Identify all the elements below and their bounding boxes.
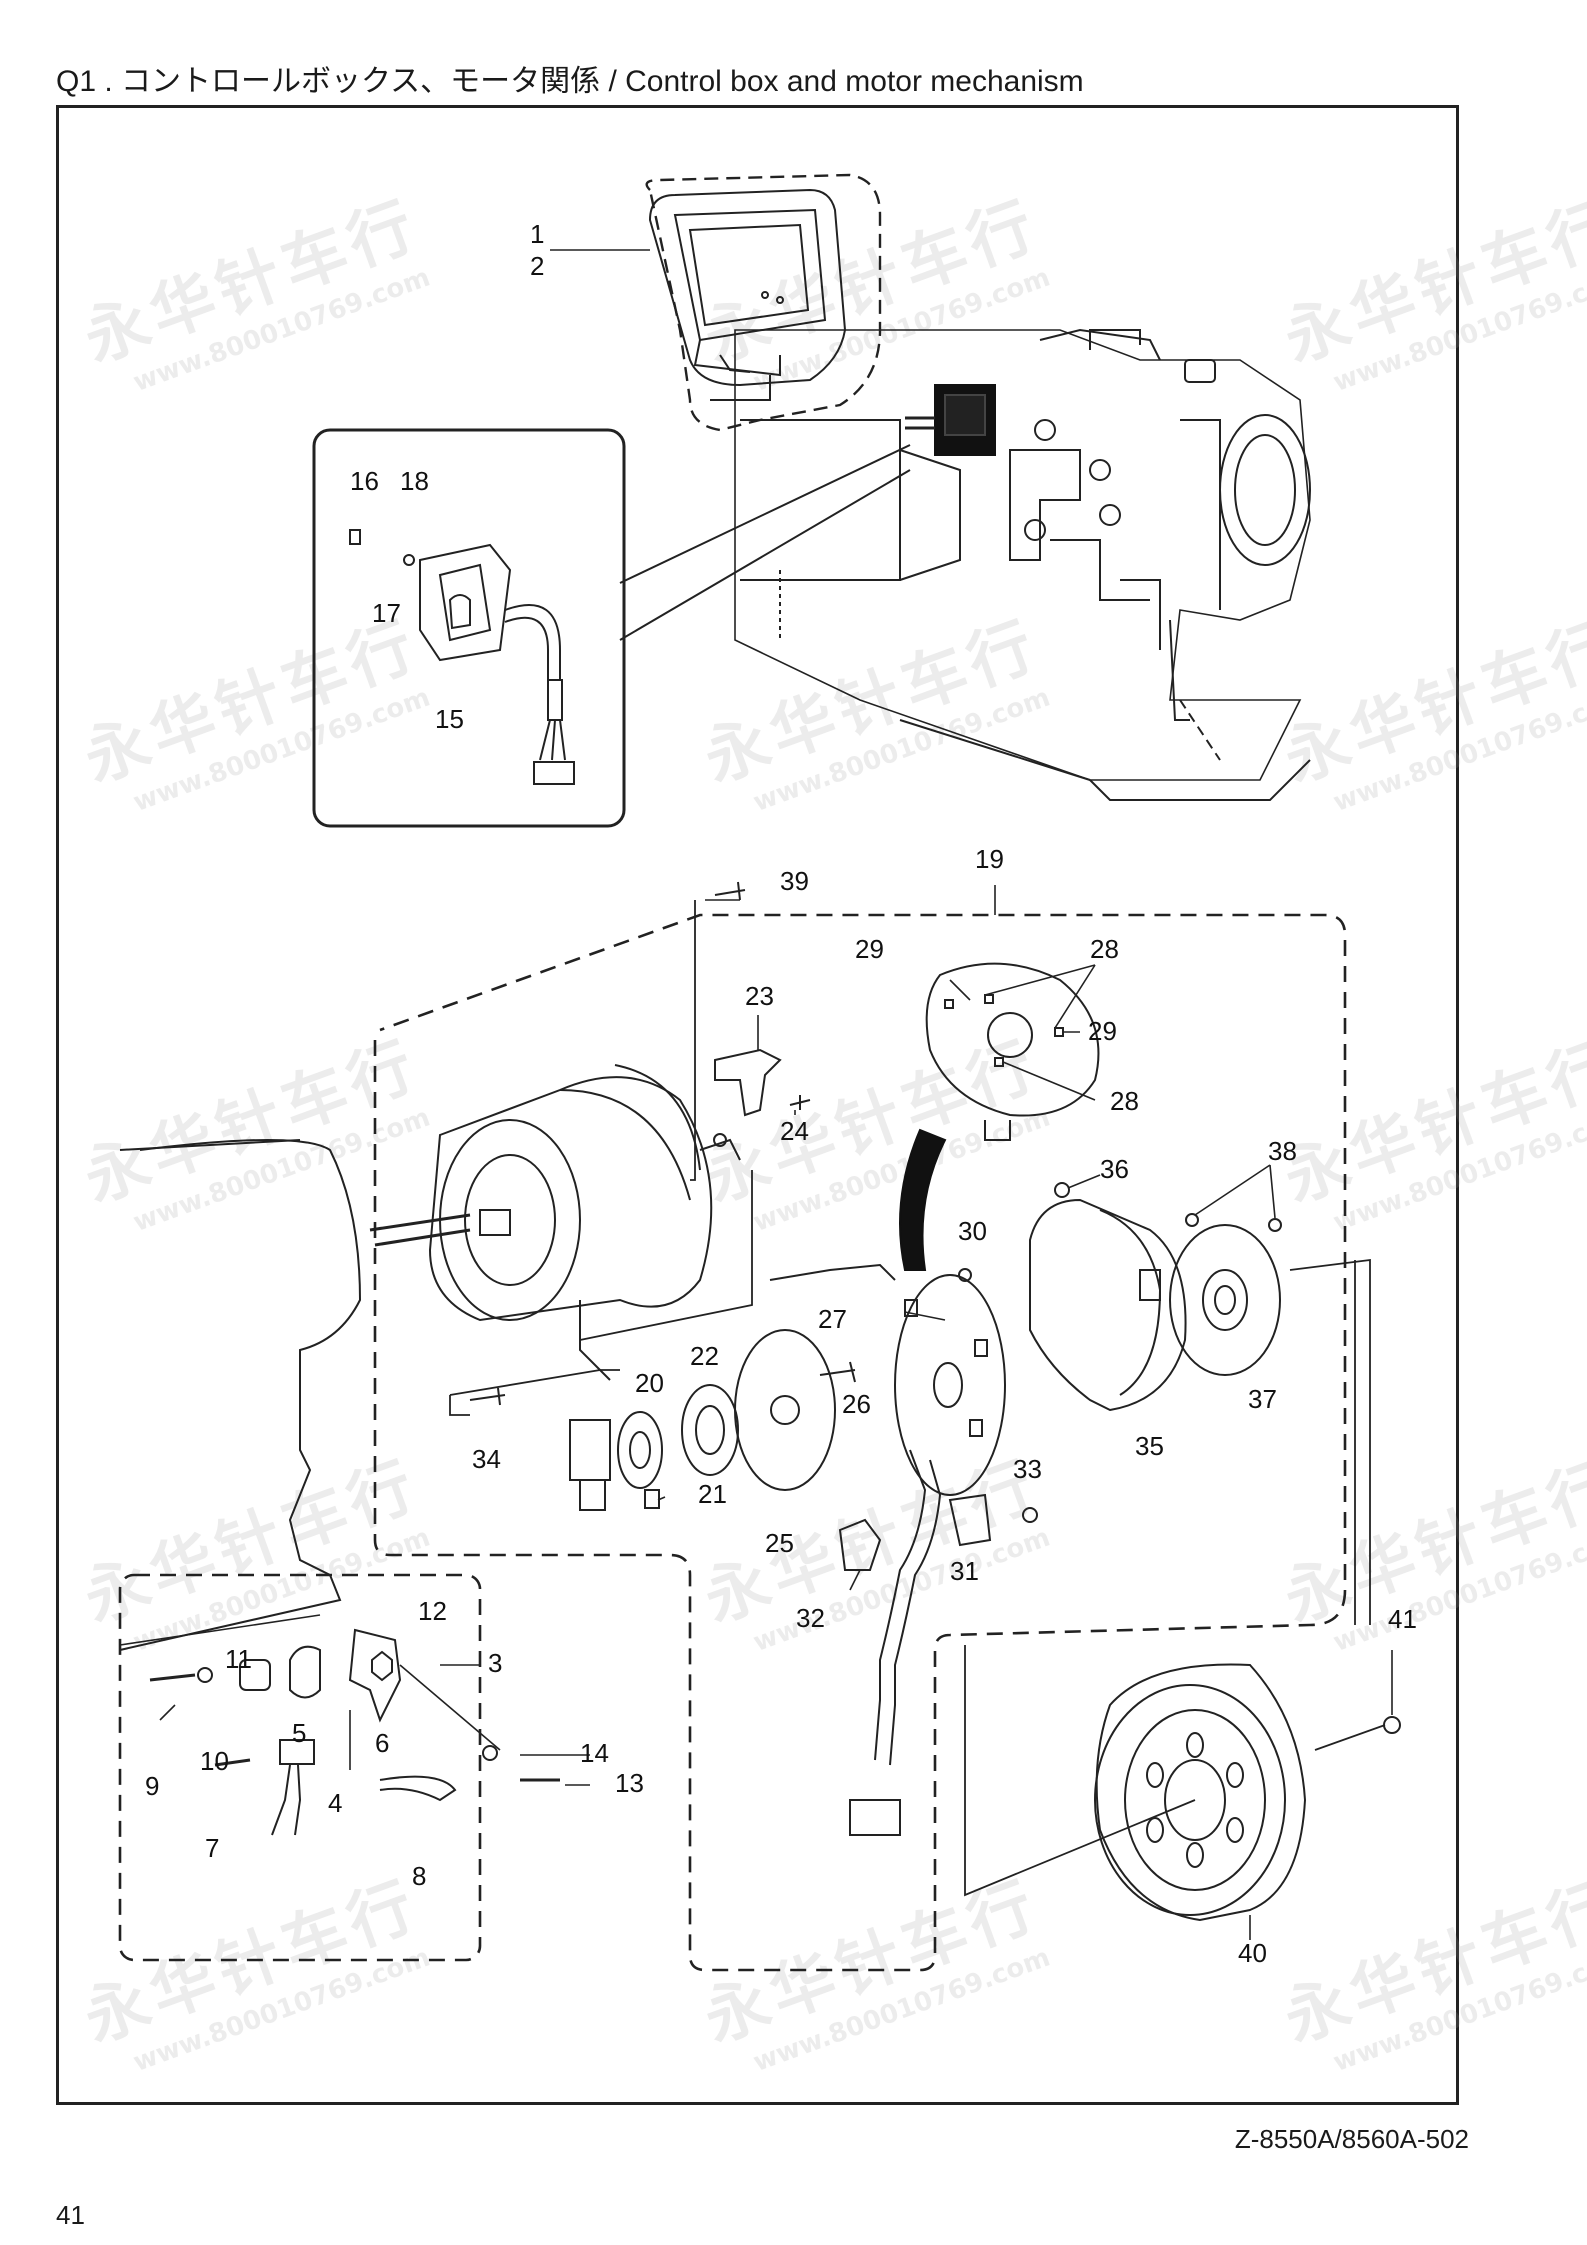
part-33-screw	[1022, 1507, 1038, 1523]
callout-30: 30	[958, 1216, 987, 1246]
callout-27: 27	[818, 1304, 847, 1334]
callout-33: 33	[1013, 1454, 1042, 1484]
callout-28a: 28	[1090, 934, 1119, 964]
callout-4: 4	[328, 1788, 342, 1818]
assembly-arrow	[899, 1128, 947, 1271]
diagram-frame	[56, 105, 1459, 2105]
callout-10: 10	[200, 1746, 229, 1776]
callout-13: 13	[615, 1768, 644, 1798]
wire-lead	[769, 1263, 896, 1281]
callout-32: 32	[796, 1603, 825, 1633]
part-39-screw	[714, 881, 746, 901]
part-38-setscrew	[1185, 1213, 1199, 1227]
part-27-sensor-board	[874, 1274, 1006, 1766]
part-35-motor-cover	[1029, 1198, 1187, 1412]
page-title: Q1 . コントロールボックス、モータ関係 / Control box and …	[56, 65, 1084, 98]
part-19-sensor-plate	[925, 962, 1100, 1141]
callout-11: 11	[225, 1644, 252, 1674]
motor-unit-dashed-outline	[373, 913, 1347, 1972]
callout-28b: 28	[1110, 1086, 1139, 1116]
control-box-sensor	[349, 529, 575, 785]
part-34-screw	[469, 1387, 506, 1406]
callout-39: 39	[780, 866, 809, 896]
callout-38: 38	[1268, 1136, 1297, 1166]
sewing-machine-illustration	[734, 328, 1311, 801]
callout-15: 15	[435, 704, 464, 734]
callout-37: 37	[1248, 1384, 1277, 1414]
callout-23: 23	[745, 981, 774, 1011]
control-box-connector	[905, 384, 996, 456]
cable-connector	[849, 1799, 901, 1836]
callout-17: 17	[372, 598, 401, 628]
part-22-hub	[681, 1384, 739, 1476]
callout-22: 22	[690, 1341, 719, 1371]
part-25-encoder-disc	[734, 1329, 836, 1491]
callout-41: 41	[1388, 1604, 1417, 1634]
callout-8: 8	[412, 1861, 426, 1891]
control-panel-dashed-outline	[645, 173, 882, 432]
callout-29b: 29	[1088, 1016, 1117, 1046]
sensor-assembly	[149, 1628, 560, 1836]
callout-24: 24	[780, 1116, 809, 1146]
part-37-bearing-plate	[1169, 1224, 1281, 1376]
part-26-screw	[819, 1361, 856, 1383]
callout-16: 16	[350, 466, 379, 496]
part-23-bracket	[714, 1048, 782, 1117]
callout-5: 5	[292, 1718, 306, 1748]
callout-18: 18	[400, 466, 429, 496]
callout-12: 12	[418, 1596, 447, 1626]
callout-31: 31	[950, 1556, 979, 1586]
part-21-setscrew	[644, 1489, 660, 1509]
callout-25: 25	[765, 1528, 794, 1558]
callout-40: 40	[1238, 1938, 1267, 1968]
page-number: 41	[56, 2200, 85, 2230]
part-20-hub	[617, 1411, 663, 1489]
part-24-screw	[789, 1095, 811, 1110]
callout-6: 6	[375, 1728, 389, 1758]
callout-35: 35	[1135, 1431, 1164, 1461]
callout-19: 19	[975, 844, 1004, 874]
callout-9: 9	[145, 1771, 159, 1801]
part-38-setscrew	[1268, 1218, 1282, 1232]
part-41-screw	[1383, 1716, 1401, 1734]
callout-1: 1	[530, 219, 544, 249]
motor-stator	[369, 1064, 741, 1381]
detail-box-control-box	[312, 428, 626, 828]
control-panel	[648, 188, 847, 401]
callout-21: 21	[698, 1479, 727, 1509]
part-30-screw	[958, 1268, 972, 1282]
part-36-screw	[1054, 1182, 1070, 1198]
connector-plug	[579, 1479, 606, 1511]
machine-body-partial	[119, 1139, 362, 1651]
detail-box-sensor	[118, 1573, 482, 1962]
callout-3: 3	[488, 1648, 502, 1678]
callout-20: 20	[635, 1368, 664, 1398]
callout-36: 36	[1100, 1154, 1129, 1184]
callout-34: 34	[472, 1444, 501, 1474]
callout-14: 14	[580, 1738, 609, 1768]
callout-29a: 29	[855, 934, 884, 964]
part-31-clamp	[948, 1493, 992, 1547]
document-id: Z-8550A/8560A-502	[1234, 2124, 1469, 2154]
part-32-clamp	[838, 1518, 882, 1571]
part-40-pulley	[1094, 1663, 1307, 1922]
callout-2: 2	[530, 251, 544, 281]
callout-7: 7	[205, 1833, 219, 1863]
callout-26: 26	[842, 1389, 871, 1419]
connector-block	[569, 1419, 611, 1481]
